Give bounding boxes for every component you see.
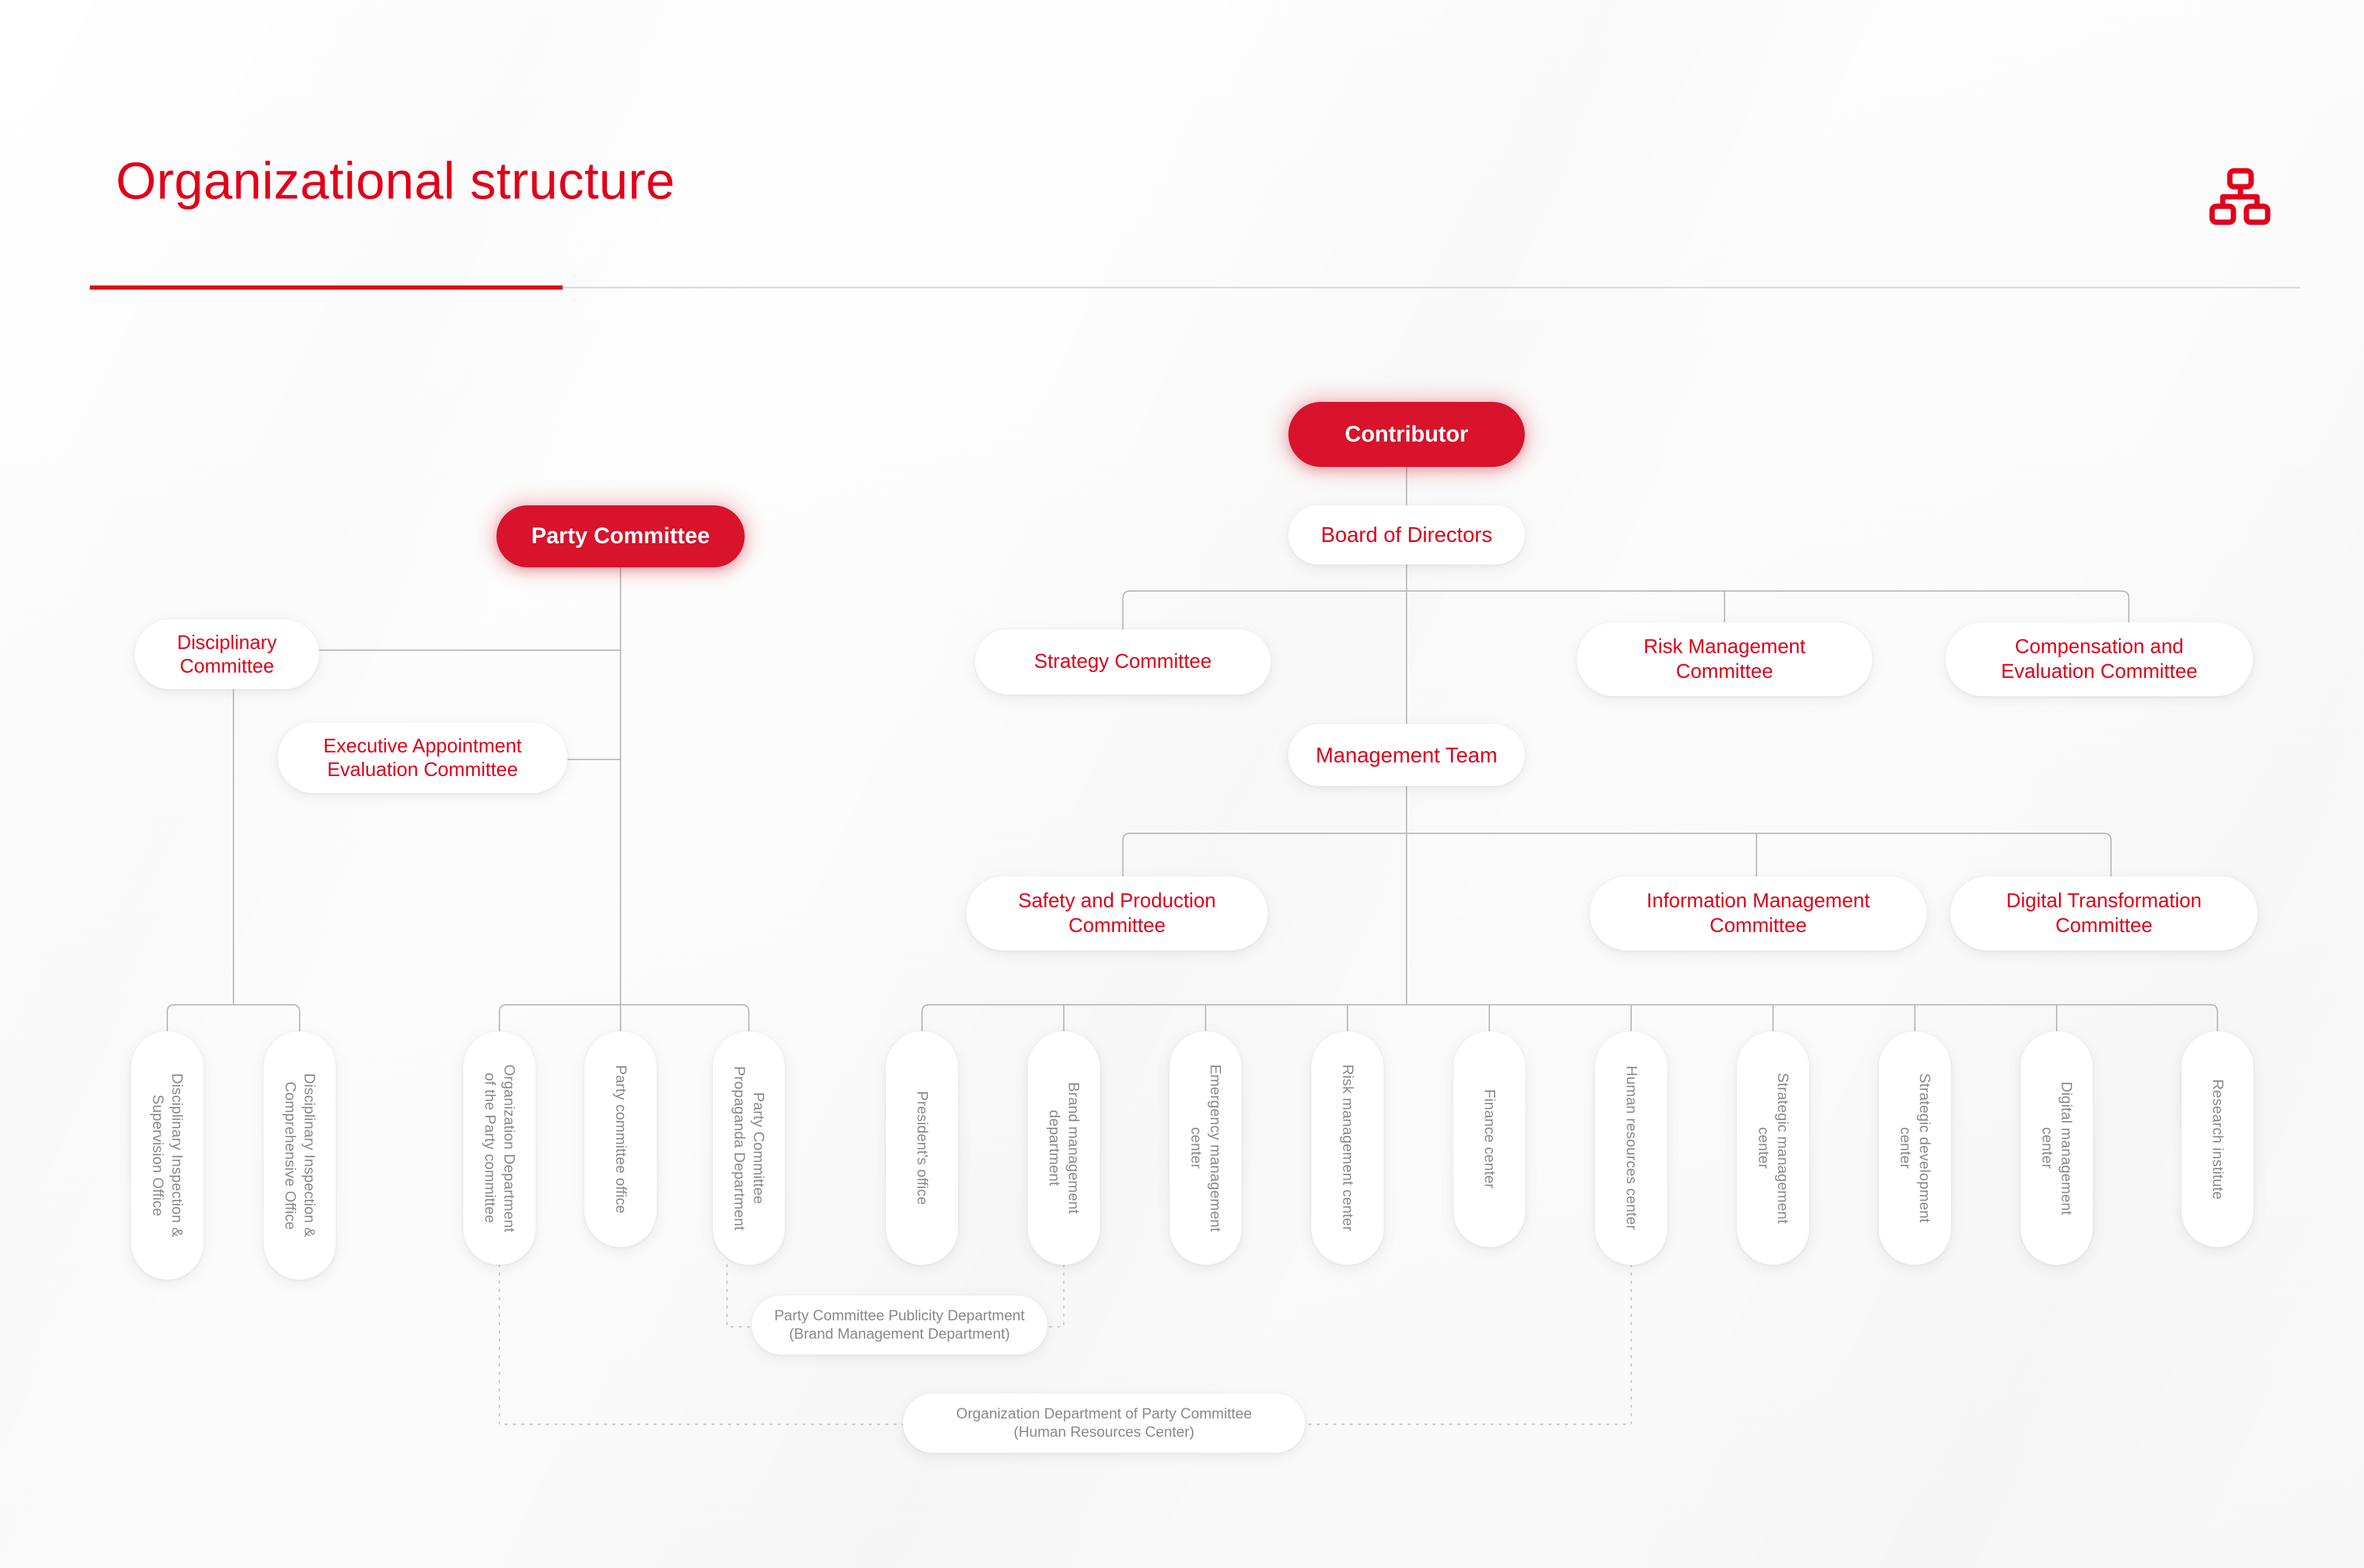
department-label: Disciplinary Inspection & Supervision Of…: [150, 1073, 186, 1238]
department-label: Strategic management center: [1755, 1072, 1791, 1224]
department-pill[interactable]: Disciplinary Inspection & Supervision Of…: [131, 1031, 203, 1280]
department-pill[interactable]: Brand management department: [1028, 1031, 1100, 1265]
department-label: Finance center: [1481, 1089, 1498, 1189]
department-label: President's office: [914, 1091, 931, 1205]
department-label: Organization Department of the Party com…: [482, 1064, 518, 1232]
node-executive-appointment-evaluation-committee[interactable]: Executive Appointment Evaluation Committ…: [278, 722, 567, 793]
node-digital-transformation-committee[interactable]: Digital Transformation Committee: [1950, 876, 2258, 950]
department-label: Digital management center: [2039, 1081, 2075, 1215]
node-board-of-directors[interactable]: Board of Directors: [1288, 505, 1525, 564]
department-label: Research institute: [2209, 1079, 2226, 1200]
node-contributor[interactable]: Contributor: [1288, 402, 1525, 467]
department-pill[interactable]: President's office: [886, 1031, 958, 1265]
department-pill[interactable]: Strategic management center: [1737, 1031, 1809, 1265]
footnote-pill[interactable]: Organization Department of Party Committ…: [903, 1394, 1305, 1453]
node-safety-production-committee[interactable]: Safety and Production Committee: [966, 876, 1268, 950]
department-label: Risk management center: [1339, 1064, 1356, 1232]
department-pill[interactable]: Party Committee Propaganda Department: [713, 1031, 785, 1265]
department-label: Human resources center: [1623, 1066, 1640, 1231]
node-management-team[interactable]: Management Team: [1288, 724, 1525, 786]
department-pill[interactable]: Strategic development center: [1879, 1031, 1951, 1265]
department-pill[interactable]: Party committee office: [584, 1031, 657, 1247]
department-label: Party Committee Propaganda Department: [731, 1066, 767, 1231]
department-pill[interactable]: Human resources center: [1595, 1031, 1667, 1265]
sitemap-icon: [2209, 168, 2271, 225]
department-pill[interactable]: Research institute: [2181, 1031, 2253, 1247]
department-pill[interactable]: Organization Department of the Party com…: [463, 1031, 535, 1265]
department-label: Emergency management center: [1188, 1064, 1224, 1232]
node-compensation-evaluation-committee[interactable]: Compensation and Evaluation Committee: [1946, 622, 2253, 696]
department-label: Strategic development center: [1897, 1073, 1933, 1223]
title-rule-accent: [90, 285, 563, 290]
node-strategy-committee[interactable]: Strategy Committee: [975, 629, 1271, 694]
footnote-pill[interactable]: Party Committee Publicity Department (Br…: [752, 1296, 1047, 1355]
page-header: Organizational structure: [0, 0, 2364, 307]
department-label: Disciplinary Inspection & Comprehensive …: [282, 1073, 318, 1238]
department-pill[interactable]: Disciplinary Inspection & Comprehensive …: [264, 1031, 336, 1280]
page-title: Organizational structure: [116, 151, 676, 210]
department-pill[interactable]: Digital management center: [2021, 1031, 2093, 1265]
node-disciplinary-committee[interactable]: Disciplinary Committee: [135, 619, 319, 689]
node-party-committee[interactable]: Party Committee: [496, 505, 745, 567]
department-pill[interactable]: Finance center: [1453, 1031, 1525, 1247]
department-pill[interactable]: Emergency management center: [1170, 1031, 1242, 1265]
node-risk-management-committee[interactable]: Risk Management Committee: [1577, 622, 1872, 696]
department-label: Party committee office: [612, 1064, 629, 1214]
node-information-management-committee[interactable]: Information Management Committee: [1590, 876, 1927, 950]
department-pill[interactable]: Risk management center: [1311, 1031, 1384, 1265]
department-label: Brand management department: [1046, 1082, 1082, 1214]
title-rule-divider: [563, 287, 2300, 288]
